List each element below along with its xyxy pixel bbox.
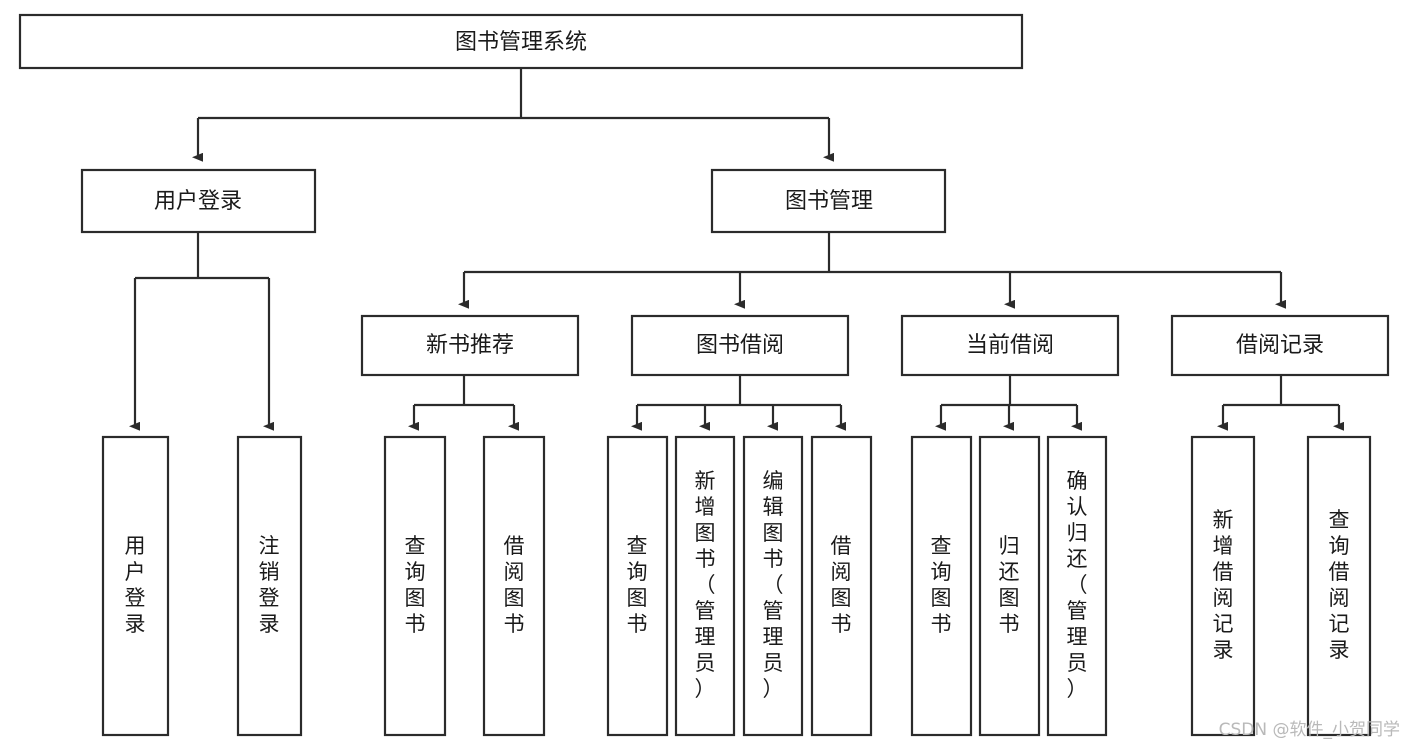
connector-layer [129, 68, 1344, 431]
node-leaf-query-record-label: 查询借阅记录 [1329, 508, 1350, 662]
node-leaf-edit-book-label: 编辑图书（管理员） [763, 469, 784, 701]
node-book-manage-label: 图书管理 [785, 189, 873, 214]
node-user-login-label: 用户登录 [154, 189, 242, 214]
node-current-borrow[interactable]: 当前借阅 [900, 314, 1120, 377]
node-book-borrow[interactable]: 图书借阅 [630, 314, 850, 377]
node-book-manage[interactable]: 图书管理 [710, 168, 947, 234]
node-leaf-borrow-book-1-label: 借阅图书 [504, 534, 525, 636]
node-leaf-borrow-book-2[interactable]: 借阅图书 [810, 435, 873, 737]
node-leaf-return-book[interactable]: 归还图书 [978, 435, 1041, 737]
node-borrow-record[interactable]: 借阅记录 [1170, 314, 1390, 377]
node-leaf-query-record[interactable]: 查询借阅记录 [1306, 435, 1372, 737]
node-leaf-query-book-3[interactable]: 查询图书 [910, 435, 973, 737]
node-leaf-edit-book[interactable]: 编辑图书（管理员） [742, 435, 804, 737]
node-root-label: 图书管理系统 [455, 30, 587, 55]
node-leaf-query-book-2-label: 查询图书 [627, 534, 648, 636]
node-leaf-borrow-book-2-label: 借阅图书 [831, 534, 852, 636]
node-leaf-confirm-return[interactable]: 确认归还（管理员） [1046, 435, 1108, 737]
node-leaf-user-login[interactable]: 用户登录 [101, 435, 170, 737]
node-leaf-query-book-1[interactable]: 查询图书 [383, 435, 447, 737]
node-leaf-user-login-label: 用户登录 [125, 534, 146, 636]
csdn-watermark: CSDN @软件_小贺同学 [1219, 720, 1400, 740]
node-leaf-logout-login[interactable]: 注销登录 [236, 435, 303, 737]
node-leaf-add-record[interactable]: 新增借阅记录 [1190, 435, 1256, 737]
node-new-book-recommend[interactable]: 新书推荐 [360, 314, 580, 377]
node-leaf-logout-login-label: 注销登录 [259, 534, 280, 636]
node-leaf-add-book[interactable]: 新增图书（管理员） [674, 435, 736, 737]
node-leaf-query-book-1-label: 查询图书 [405, 534, 426, 636]
node-leaf-borrow-book-1[interactable]: 借阅图书 [482, 435, 546, 737]
node-leaf-return-book-label: 归还图书 [999, 534, 1020, 636]
node-borrow-record-label: 借阅记录 [1236, 333, 1324, 358]
node-book-borrow-label: 图书借阅 [696, 333, 784, 358]
node-leaf-add-book-label: 新增图书（管理员） [695, 469, 716, 701]
node-leaf-add-record-label: 新增借阅记录 [1213, 508, 1234, 662]
node-current-borrow-label: 当前借阅 [966, 333, 1054, 358]
node-leaf-query-book-2[interactable]: 查询图书 [606, 435, 669, 737]
node-new-book-recommend-label: 新书推荐 [426, 333, 514, 358]
node-leaf-query-book-3-label: 查询图书 [931, 534, 952, 636]
node-root[interactable]: 图书管理系统 [18, 13, 1024, 70]
node-leaf-confirm-return-label: 确认归还（管理员） [1067, 469, 1088, 701]
node-user-login[interactable]: 用户登录 [80, 168, 317, 234]
